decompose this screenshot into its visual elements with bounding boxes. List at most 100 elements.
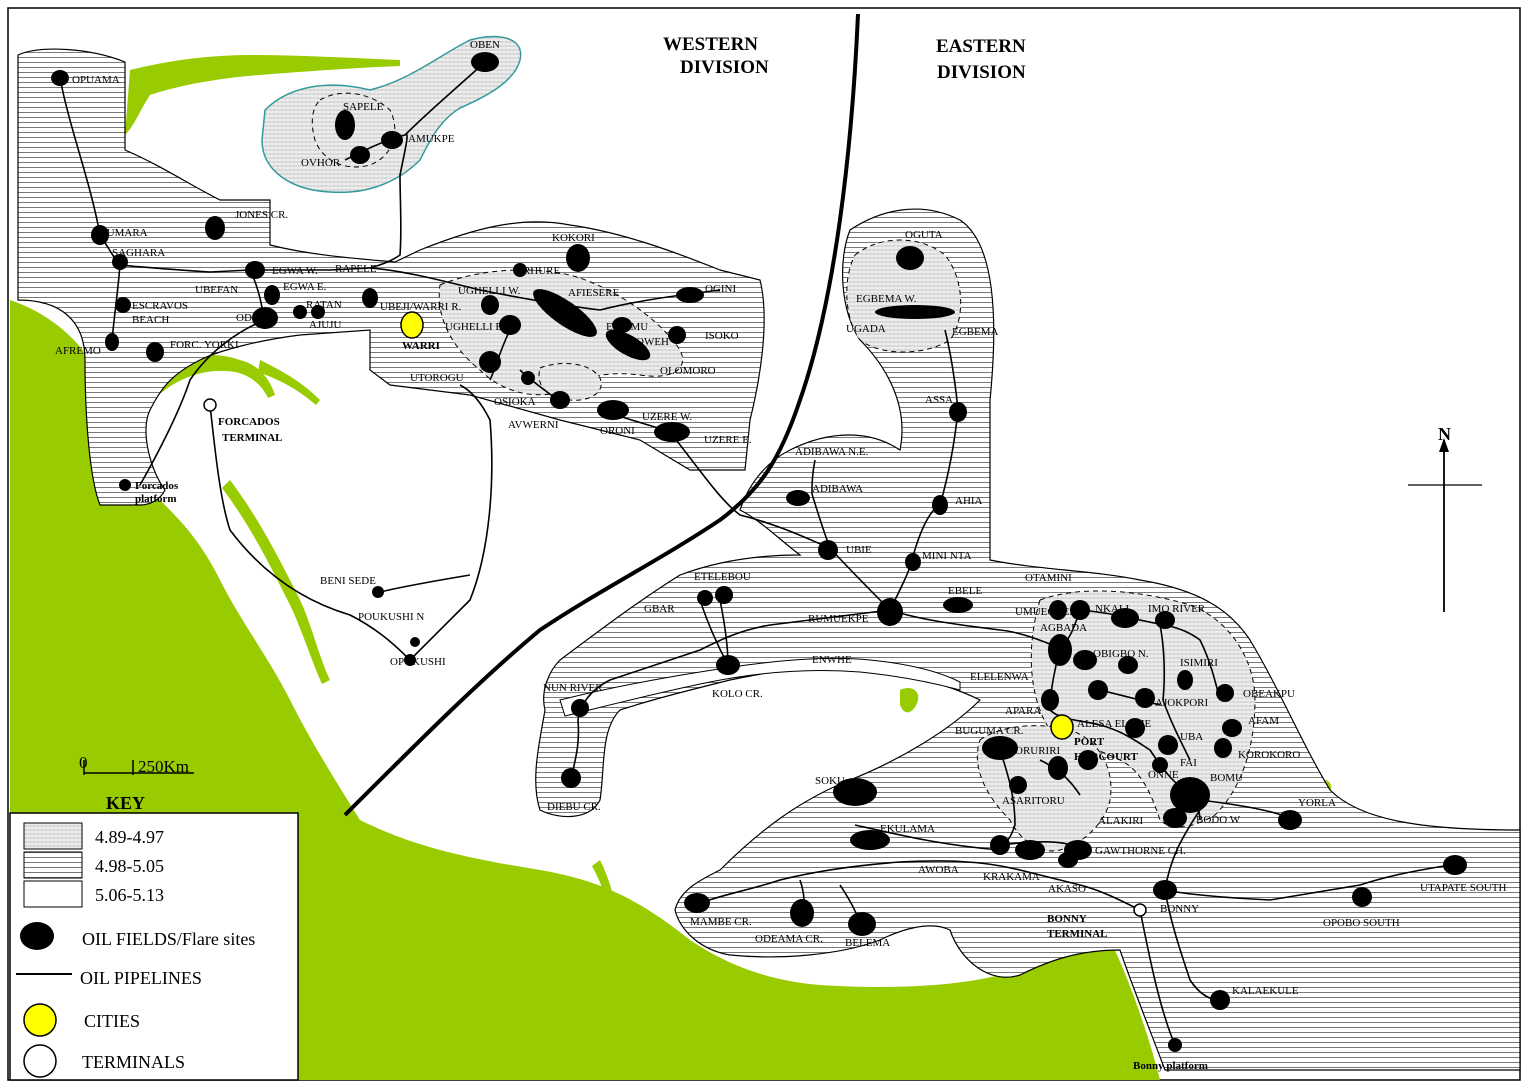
label-ekulama: EKULAMA xyxy=(880,823,935,835)
delta-creek-2 xyxy=(258,360,320,405)
label-poukushi: POUKUSHI N xyxy=(358,611,424,623)
label-eriemu: ERIEMU xyxy=(606,321,648,333)
label-afiesere: AFIESERE xyxy=(568,287,620,299)
label-obigbo: OBIGBO N. xyxy=(1093,648,1149,660)
scale-bar: 0 250Km xyxy=(79,753,194,776)
eastern-labels: OGUTA EGBEMA W. UGADA EGBEMA ASSA AHIA M… xyxy=(543,229,1506,1072)
label-diebu: DIEBU CR. xyxy=(547,801,601,813)
western-division-label-2: DIVISION xyxy=(680,57,769,78)
label-ugada: UGADA xyxy=(846,323,886,335)
label-isoko: ISOKO xyxy=(705,330,739,342)
eastern-main-area xyxy=(535,208,1521,1071)
label-ughelli-e: UGHELLI E. xyxy=(445,321,505,333)
western-division-label-1: WESTERN xyxy=(663,34,758,55)
label-ahia: AHIA xyxy=(955,495,983,507)
label-obeakpu: OBEAKPU xyxy=(1243,688,1295,700)
label-bonny-platform: Bonny platform xyxy=(1133,1060,1208,1072)
label-gawthorne: GAWTHORNE CH. xyxy=(1095,845,1186,857)
label-osioka: OSIOKA xyxy=(494,396,536,408)
label-enwhe: ENWHE xyxy=(812,654,852,666)
label-asaritoru: ASARITORU xyxy=(1002,795,1065,807)
label-bonny-terminal-1: BONNY xyxy=(1047,913,1087,925)
legend-oil-field-icon xyxy=(20,922,54,950)
label-oweh: OWEH xyxy=(636,336,669,348)
oil-fields xyxy=(51,52,1467,1052)
label-otumara: OTUMARA xyxy=(92,227,148,239)
label-olomoro: OLOMORO xyxy=(660,365,716,377)
label-ovhor: OVHOR xyxy=(301,157,341,169)
label-opukushi: OPUKUSHI xyxy=(390,656,446,668)
label-afremo: AFREMO xyxy=(55,345,101,357)
label-etelebou: ETELEBOU xyxy=(694,571,751,583)
label-rapele: RAPELE xyxy=(335,263,377,275)
legend-city-icon xyxy=(23,1003,57,1037)
delta-creek-3 xyxy=(222,480,330,684)
label-agbada: AGBADA xyxy=(1040,622,1087,634)
eastern-division-label-1: EASTERN xyxy=(936,36,1026,57)
label-jones: JONES CR. xyxy=(235,209,288,221)
label-forcados-terminal-1: FORCADOS xyxy=(218,416,280,428)
western-labels: OBEN OPUAMA SAPELE AMUKPE OVHOR JONES CR… xyxy=(55,39,752,668)
label-forcados-terminal-2: TERMINAL xyxy=(222,432,283,444)
label-fai: FAI xyxy=(1180,757,1197,769)
label-ogini: OGINI xyxy=(705,283,736,295)
label-uzere-e: UZERE E. xyxy=(704,434,752,446)
label-awoba: AWOBA xyxy=(918,864,959,876)
label-adibawa: ADIBAWA xyxy=(812,483,863,495)
label-kokori: KOKORI xyxy=(552,232,595,244)
label-belema: BELEMA xyxy=(845,937,890,949)
label-forcados-platform-2: platform xyxy=(135,493,177,505)
label-oben: OBEN xyxy=(470,39,500,51)
label-utapate: UTAPATE SOUTH xyxy=(1420,882,1506,894)
scale-zero: 0 xyxy=(79,753,88,772)
island-1 xyxy=(900,688,919,713)
label-soku: SOKU xyxy=(815,775,845,787)
division-boundary xyxy=(343,13,860,817)
label-bomu: BOMU xyxy=(1210,772,1243,784)
bonny-terminal-marker xyxy=(1133,903,1147,917)
cities xyxy=(400,311,1074,740)
label-akaso: AKASO xyxy=(1048,883,1086,895)
label-otamini: OTAMINI xyxy=(1025,572,1072,584)
label-alakiri: ALAKIRI xyxy=(1098,815,1144,827)
label-umuechem: UMUECHEM xyxy=(1015,606,1079,618)
forcados-terminal-marker xyxy=(203,398,217,412)
label-buguma: BUGUMA CR. xyxy=(955,725,1024,737)
legend-terminal-icon xyxy=(23,1044,57,1078)
label-egbema: EGBEMA xyxy=(952,326,999,338)
legend-terminals: TERMINALS xyxy=(82,1052,185,1072)
label-sapele: SAPELE xyxy=(343,101,384,113)
label-uzere-w: UZERE W. xyxy=(642,411,692,423)
label-korokoro: KOROKORO xyxy=(1238,749,1300,761)
legend-range-2: 4.98-5.05 xyxy=(95,856,164,876)
city-port-harcourt-marker xyxy=(1050,714,1074,740)
label-adibawa-ne: ADIBAWA N.E. xyxy=(795,446,869,458)
label-bonny-terminal-2: TERMINAL xyxy=(1047,928,1108,940)
label-egwa-e: EGWA E. xyxy=(283,281,327,293)
legend-range-1: 4.89-4.97 xyxy=(95,827,164,847)
label-mambe: MAMBE CR. xyxy=(690,916,752,928)
label-amukpe: AMUKPE xyxy=(408,133,455,145)
legend-pipelines: OIL PIPELINES xyxy=(80,968,202,988)
label-egwa-w: EGWA W. xyxy=(272,265,318,277)
label-kalaekule: KALAEKULE xyxy=(1232,985,1299,997)
north-arrow: N xyxy=(1408,424,1482,612)
label-egbema-w: EGBEMA W. xyxy=(856,293,917,305)
coast-lagoon xyxy=(360,820,1160,1080)
label-avwerni: AVWERNI xyxy=(508,419,559,431)
terminals xyxy=(203,398,1147,917)
port-harcourt-dashed xyxy=(1030,590,1256,828)
delta-creek-4 xyxy=(592,860,618,922)
label-port-harcourt-2: HARCOURT xyxy=(1074,751,1138,763)
legend-range-3: 5.06-5.13 xyxy=(95,885,164,905)
label-ughelli-w: UGHELLI W. xyxy=(458,285,521,297)
legend: KEY 4.89-4.97 4.98-5.05 5.06-5.13 OIL FI… xyxy=(9,793,299,1081)
label-odeama: ODEAMA CR. xyxy=(755,933,823,945)
label-ajuju: AJUJU xyxy=(309,319,341,331)
label-oguta: OGUTA xyxy=(905,229,943,241)
label-nun-river: NUN RIVER xyxy=(543,682,603,694)
label-bonny: BONNY xyxy=(1160,903,1199,915)
label-ajokpori: AJOKPORI xyxy=(1155,697,1209,709)
scale-distance: 250Km xyxy=(138,757,189,776)
